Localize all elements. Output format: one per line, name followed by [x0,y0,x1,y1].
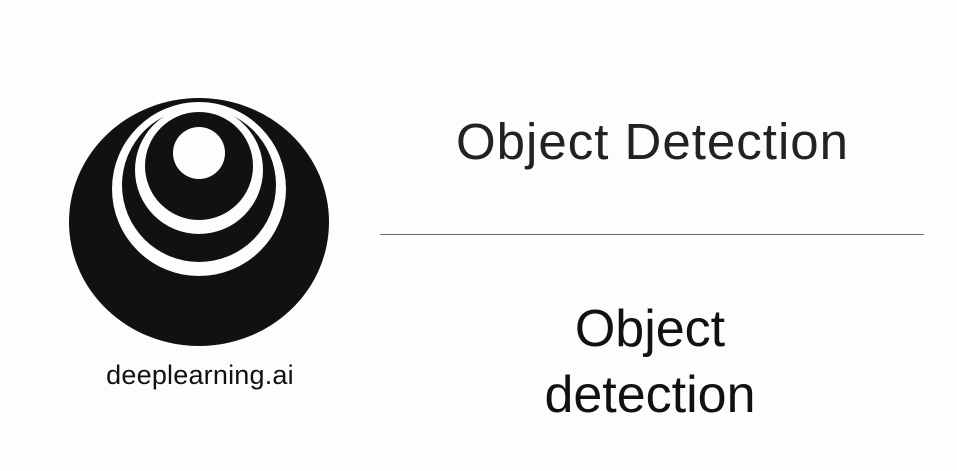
concentric-rings-logo-icon [68,97,330,347]
slide-subtitle: Object detection [470,296,830,428]
title-divider [380,234,924,235]
subtitle-line-1: Object [574,300,726,358]
slide-title: Object Detection [455,113,850,170]
subtitle-line-2: detection [544,366,756,424]
brand-label: deeplearning.ai [106,360,294,390]
logo-center-dot [173,127,225,179]
logo-graphic [69,98,329,346]
